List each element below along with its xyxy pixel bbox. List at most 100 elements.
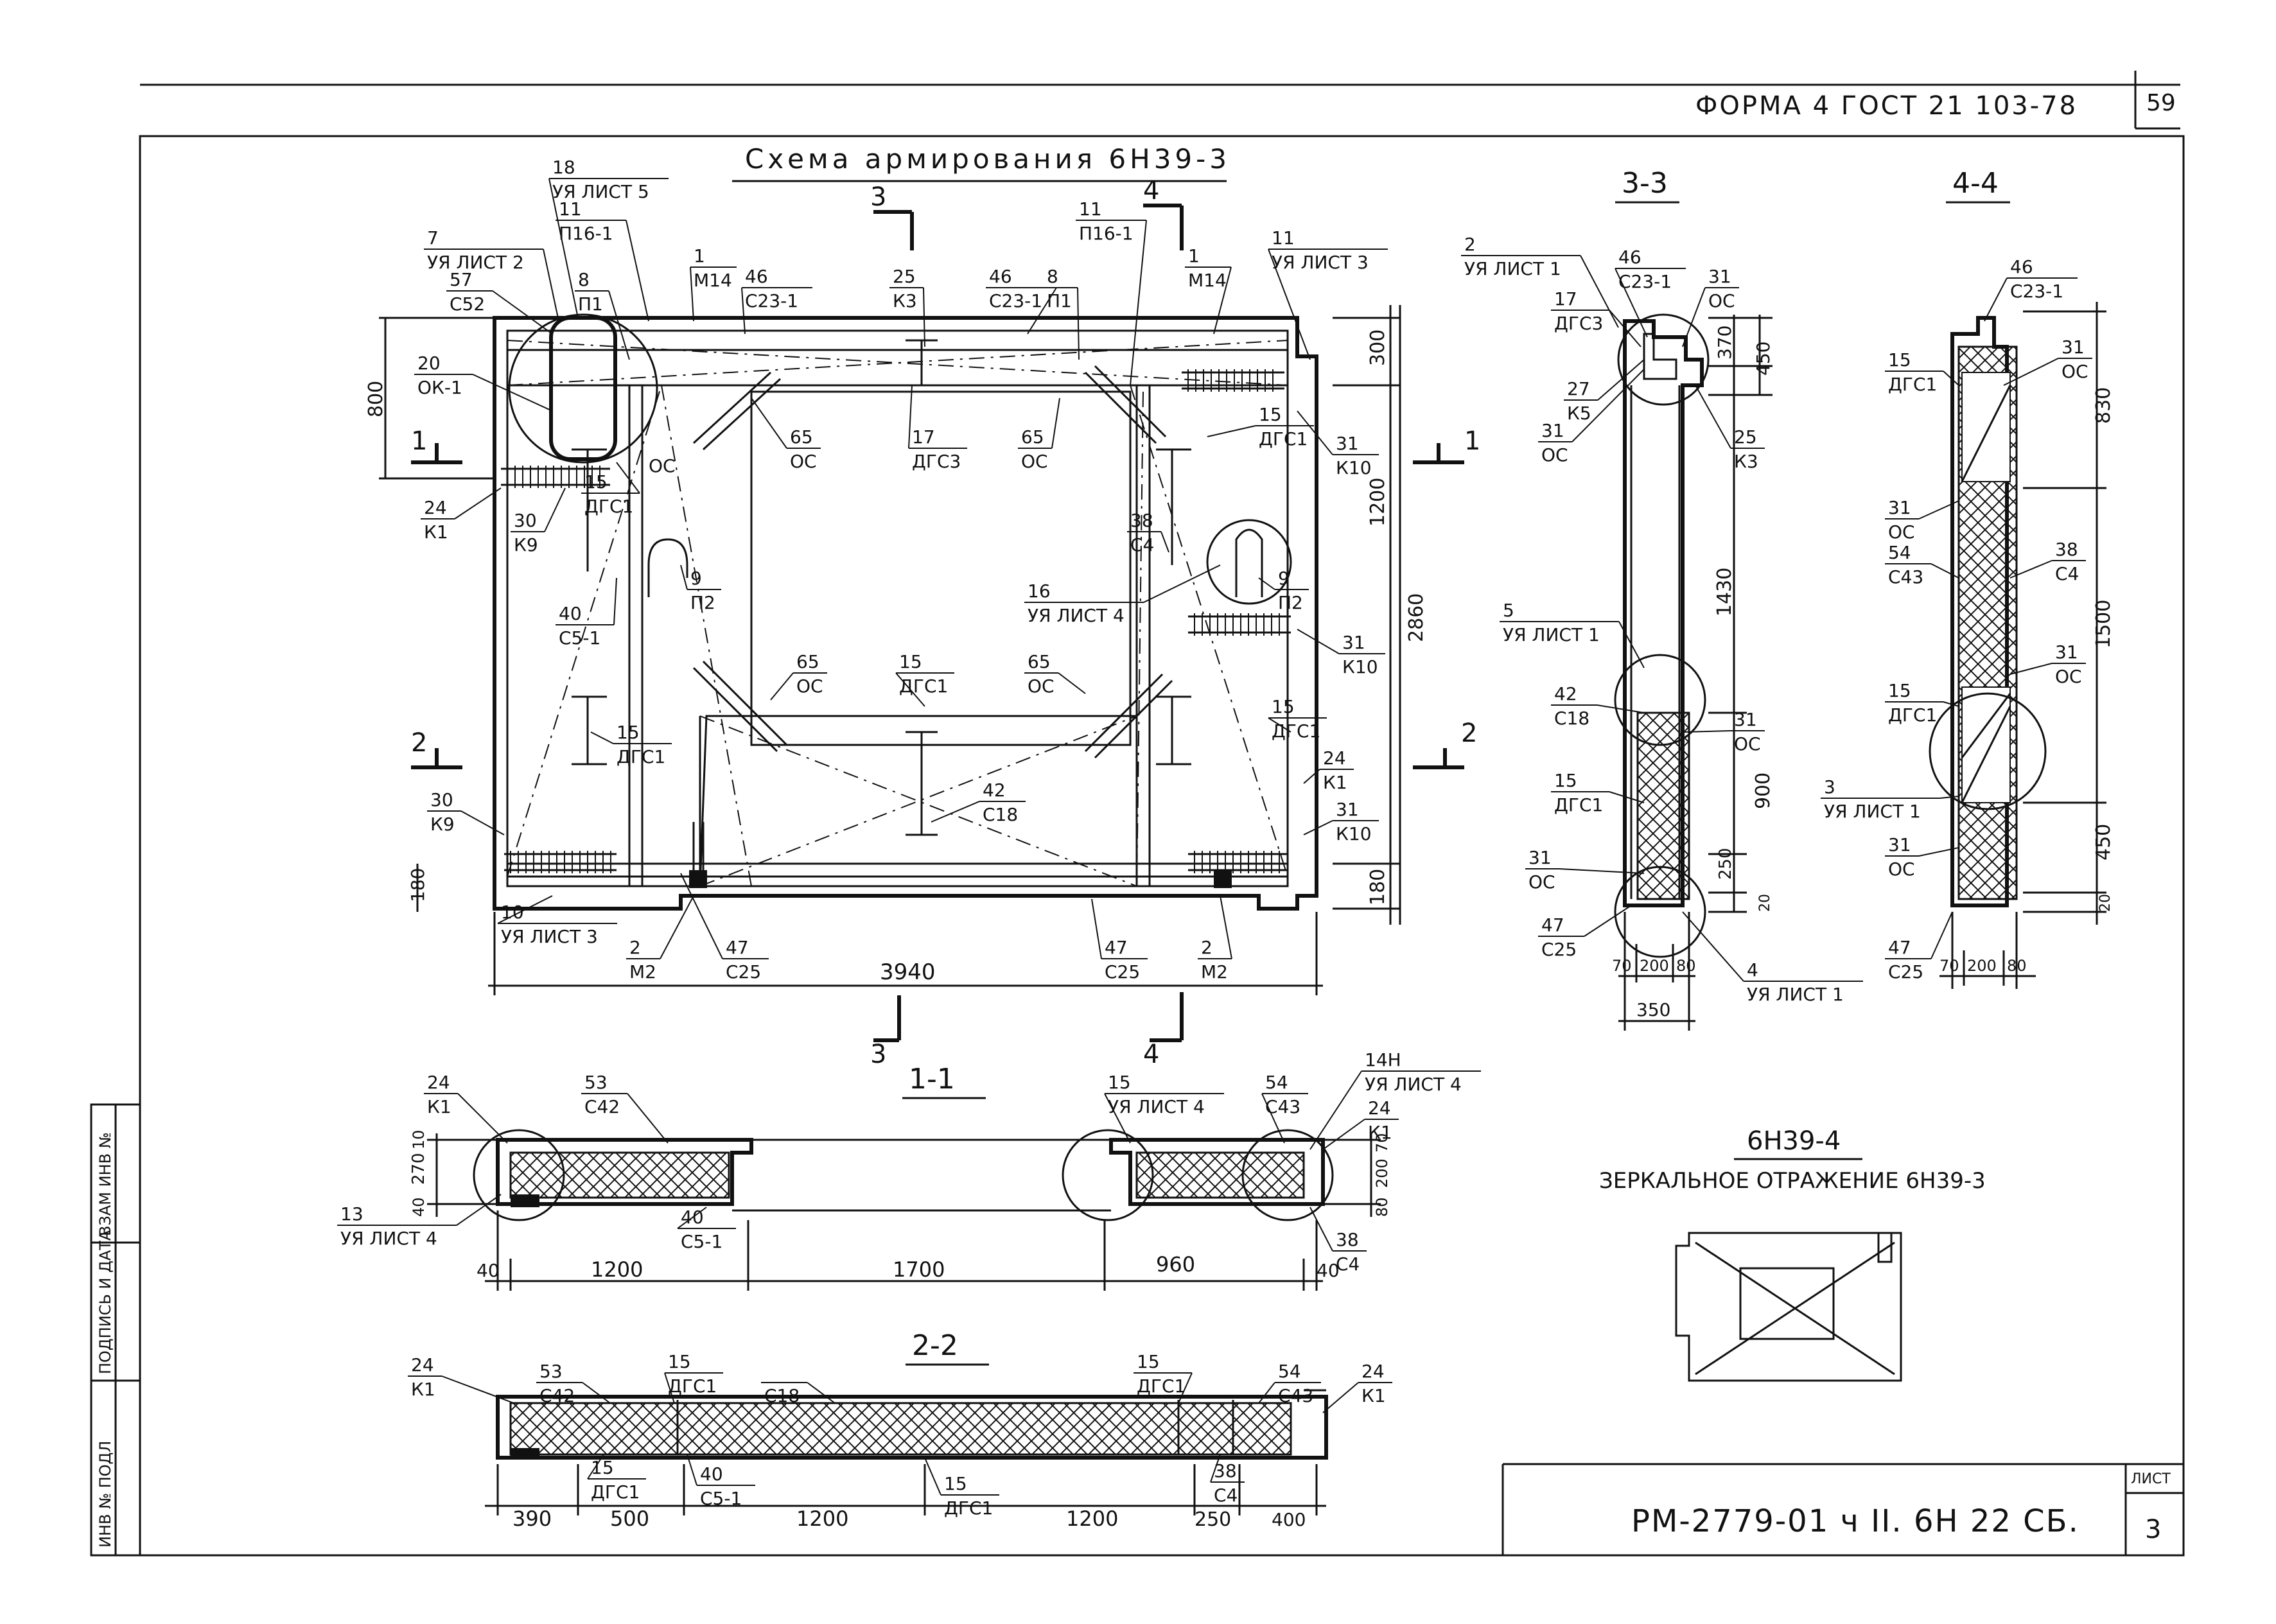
page-number: 59 <box>2146 90 2176 116</box>
stamp-podpis: ПОДПИСЬ И ДАТА <box>96 1230 114 1374</box>
callout-mark: ДГС1 <box>1272 720 1320 742</box>
sec44-dim-450: 450 <box>2092 824 2115 860</box>
callout-mark: ОС <box>796 676 823 697</box>
callout-mark: ОС <box>1734 733 1761 755</box>
sec33-dim-350: 350 <box>1636 999 1670 1020</box>
callout-number: 31 <box>1336 799 1359 820</box>
callout-number: 30 <box>430 789 453 810</box>
section-mark-1-left: 1 <box>411 426 462 464</box>
sheet-label: ЛИСТ <box>2131 1471 2171 1487</box>
callout-mark: С18 <box>1554 708 1589 729</box>
callout-number: 1 <box>694 245 705 266</box>
callout-number: 11 <box>1079 198 1102 220</box>
callout-number: 2 <box>1464 234 1476 255</box>
sec11-dim-70: 70 <box>1373 1133 1391 1153</box>
callout-mark: К10 <box>1342 656 1378 677</box>
sec11-dim-960: 960 <box>1156 1252 1195 1277</box>
callout: 3УЯ ЛИСТ 1 <box>1821 776 1959 822</box>
callout: 7УЯ ЛИСТ 2 <box>424 227 559 322</box>
callout-number: 53 <box>539 1361 563 1382</box>
sec22-dim-250: 250 <box>1195 1508 1231 1531</box>
callout-mark: С52 <box>450 293 485 315</box>
callout-number: 42 <box>1554 683 1577 704</box>
callout-mark: ДГС1 <box>944 1497 993 1519</box>
callout-number: 24 <box>427 1072 450 1093</box>
callout-number: 57 <box>450 269 473 290</box>
callout-mark: К5 <box>1567 403 1591 424</box>
callout-mark: М14 <box>694 270 732 291</box>
section-mark-4-bottom: 4 <box>1143 992 1184 1069</box>
callout: С18 <box>761 1382 836 1406</box>
callout-number: 9 <box>1278 568 1290 589</box>
callout-mark: С23-1 <box>1618 271 1672 292</box>
callout-mark: ДГС1 <box>617 746 665 767</box>
callout-mark: УЯ ЛИСТ 4 <box>340 1228 437 1249</box>
sec11-dim-270: 270 <box>409 1153 428 1185</box>
callout-number: 14Н <box>1365 1049 1401 1070</box>
callout-number: 20 <box>417 353 441 374</box>
callout-number: 38 <box>2055 539 2078 560</box>
section-mark-3-top: 3 <box>870 182 914 250</box>
callout-mark: С4 <box>1214 1485 1238 1506</box>
callout-mark: С43 <box>1265 1096 1300 1117</box>
callout-number: 47 <box>1888 937 1911 958</box>
plan-view: 3940 300 1200 2860 180 800 180 1 1 2 <box>365 157 1480 1069</box>
sec44-dim-200: 200 <box>1967 957 1997 975</box>
callout-mark: ДГС1 <box>1888 704 1937 726</box>
plan-dim-800: 800 <box>365 381 387 417</box>
section-4-4: 4-4 830 1500 450 20 70 200 80 46С23-115Д… <box>1821 167 2115 989</box>
callout-mark: С25 <box>726 961 761 982</box>
callout-mark: С43 <box>1278 1385 1313 1406</box>
sec33-callouts: 2УЯ ЛИСТ 146С23-117ДГС331ОС27К531ОС25К35… <box>1461 234 1863 1005</box>
mirror-title: 6Н39-4 <box>1747 1126 1841 1156</box>
callout-mark: УЯ ЛИСТ 4 <box>1028 605 1125 626</box>
callout-number: 38 <box>1336 1229 1359 1250</box>
mirror-note: 6Н39-4 ЗЕРКАЛЬНОЕ ОТРАЖЕНИЕ 6Н39-3 <box>1599 1126 1986 1382</box>
callout-mark: ОС <box>2055 666 2082 687</box>
sec22-dim-390: 390 <box>512 1506 552 1531</box>
callout: 8П1 <box>1044 266 1080 360</box>
sec33-dim-70: 70 <box>1612 957 1632 975</box>
callout-mark: С43 <box>1888 566 1923 588</box>
callout-number: 9 <box>690 568 702 589</box>
callout-number: 17 <box>1554 288 1577 310</box>
callout-mark: К10 <box>1336 823 1372 844</box>
section-mark-2-right: 2 <box>1413 719 1477 769</box>
callout-mark: К1 <box>1361 1385 1386 1406</box>
callout-mark: М14 <box>1188 270 1227 291</box>
mesh-k10-bottom <box>1188 851 1288 873</box>
callout-number: 24 <box>1368 1097 1391 1119</box>
callout-mark: УЯ ЛИСТ 4 <box>1108 1096 1205 1117</box>
section-mark-4-top: 4 <box>1143 176 1184 250</box>
oc-label: ОС <box>649 455 676 476</box>
callout-number: 65 <box>790 426 813 448</box>
callout-mark: ОС <box>1021 451 1048 472</box>
callout-number: 40 <box>559 603 582 624</box>
sec33-dim-20: 20 <box>1757 894 1773 912</box>
callout-mark: С42 <box>539 1385 575 1406</box>
callout-mark: ДГС1 <box>1888 374 1937 395</box>
sec11-dim-1700: 1700 <box>893 1257 945 1282</box>
section-mark-3-bottom: 3 <box>870 995 901 1069</box>
